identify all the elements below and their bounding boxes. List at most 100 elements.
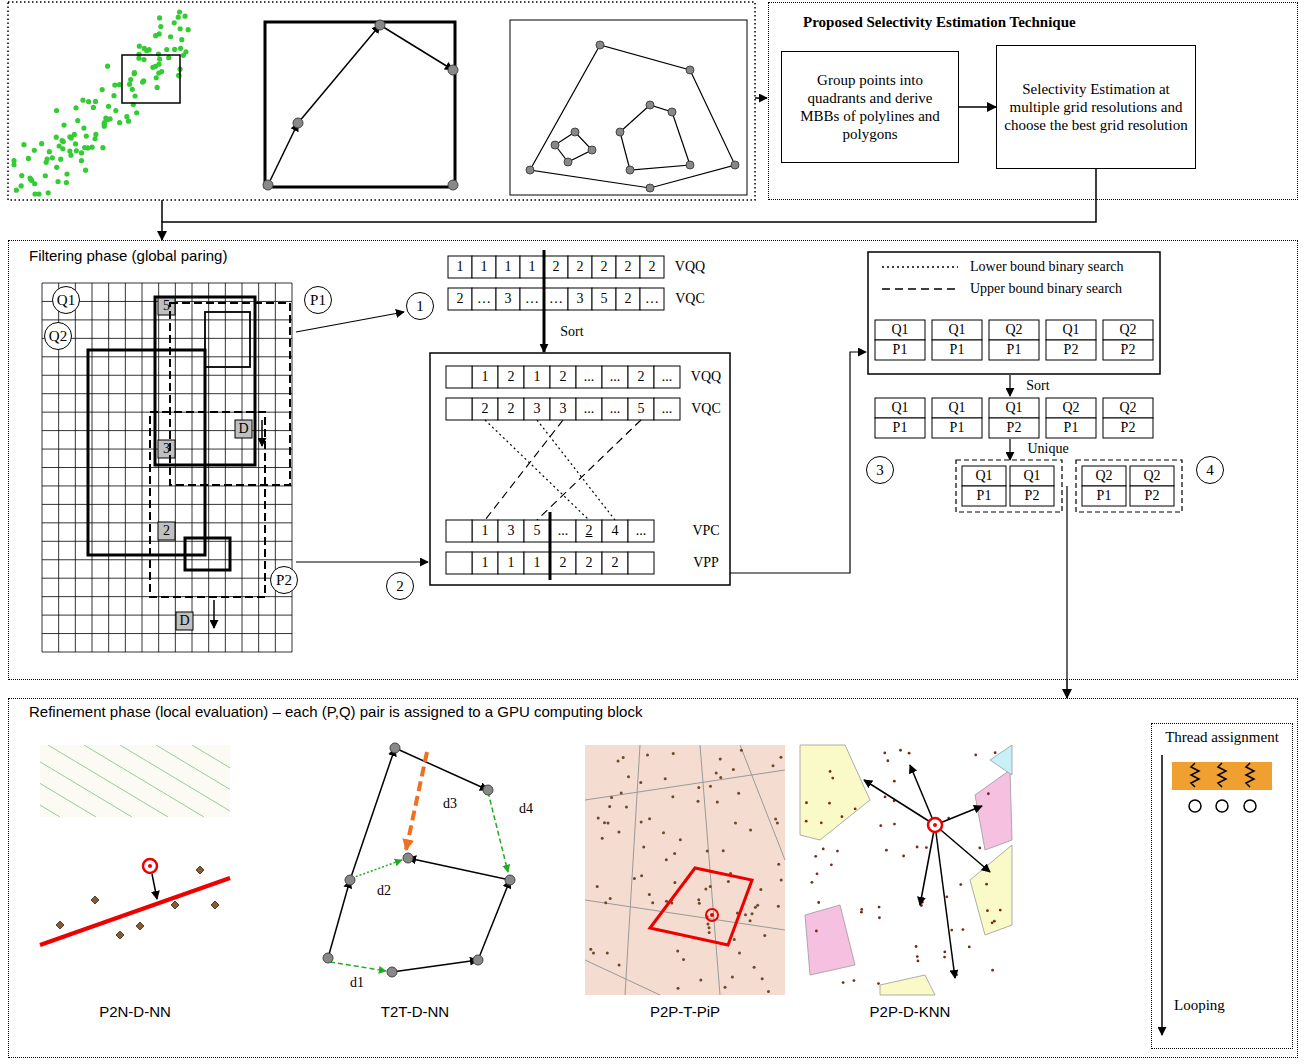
array-cell: ... [636, 523, 647, 539]
row-label-slot: VQC [686, 398, 726, 420]
array-cell: 2 [625, 291, 632, 307]
callout-circle: P1 [310, 292, 326, 309]
array-cell-slot: 1 [472, 366, 498, 388]
knn-illustration [817, 901, 820, 904]
pip-illustration [607, 822, 610, 825]
caption: P2P-D-KNN [870, 1003, 951, 1020]
legend-item: Upper bound binary search [880, 278, 1124, 300]
knn-illustration [968, 946, 971, 949]
pip-illustration [744, 913, 747, 916]
knn-illustration [829, 770, 832, 773]
generated-strokes [498, 520, 524, 542]
generated-strokes [496, 256, 520, 278]
row-label-slot: d3 [438, 795, 462, 813]
grid-cell: 3 [163, 441, 170, 457]
knn-illustration [864, 780, 935, 825]
array-cell-slot: 1 [448, 256, 472, 278]
pip-illustration [608, 805, 611, 808]
generated-strokes [69, 135, 74, 140]
generated-strokes [989, 340, 1039, 360]
array-cell-slot: 2 [472, 398, 498, 420]
t2t-illustration [352, 860, 402, 878]
pair-cell: P2 [1007, 420, 1022, 436]
generated-strokes [156, 62, 161, 67]
pip-illustration [589, 749, 782, 993]
pip-illustration [724, 986, 727, 989]
node-title: Thread assignment [1152, 724, 1292, 746]
p2n-illustration [56, 866, 219, 939]
generated-strokes [179, 37, 184, 42]
generated-strokes [80, 98, 85, 103]
pair-cell-slot: Q2 [1130, 466, 1174, 486]
node-title: Group points into quadrants and derive M… [788, 71, 952, 143]
pip-illustration [589, 948, 592, 951]
generated-strokes [144, 48, 149, 53]
array-frames [430, 353, 730, 585]
array-cell-slot: 2 [576, 520, 602, 542]
pip-illustration [665, 858, 668, 861]
array-cell: ... [662, 369, 673, 385]
p2n-illustration [40, 745, 230, 817]
generated-strokes [446, 366, 472, 388]
pair-cell: Q1 [1005, 400, 1022, 416]
generated-strokes [186, 27, 191, 32]
input-illustration [588, 146, 596, 154]
pair-cell: Q1 [891, 400, 908, 416]
knn-illustration [886, 759, 889, 762]
input-illustration [555, 132, 592, 162]
knn-illustration [805, 905, 855, 975]
pip-illustration [704, 888, 707, 891]
knn-illustration [800, 745, 870, 840]
legend-text: Upper bound binary search [970, 281, 1122, 297]
generated-strokes [93, 132, 98, 137]
knn-illustration [935, 825, 955, 978]
array-frames [1076, 460, 1182, 512]
generated-strokes [568, 256, 592, 278]
generated-strokes [448, 256, 472, 278]
array-cell: ... [662, 401, 673, 417]
knn-illustration [822, 847, 825, 850]
pair-cell-slot: Q1 [875, 320, 925, 340]
generated-strokes [178, 46, 183, 51]
thread-illustration [1216, 800, 1228, 812]
knn-illustration [917, 960, 920, 963]
generated-strokes [616, 256, 640, 278]
generated-strokes [544, 256, 568, 278]
input-illustration [268, 123, 298, 185]
pip-illustration [749, 919, 752, 922]
array-cell: 2 [649, 259, 656, 275]
p2n-illustration [56, 921, 64, 929]
array-cell: 4 [612, 523, 619, 539]
generated-strokes [81, 125, 86, 130]
array-cell-slot: 2 [592, 256, 616, 278]
pip-illustration [604, 901, 607, 904]
generated-strokes [1046, 320, 1096, 340]
array-cell: 3 [560, 401, 567, 417]
pip-illustration [772, 764, 775, 767]
t2t-illustration [323, 743, 515, 977]
generated-strokes [472, 552, 498, 574]
generated-strokes [112, 82, 117, 87]
generated-strokes [19, 173, 24, 178]
grid-mbb [88, 297, 290, 628]
pip-illustration [719, 776, 722, 779]
caption-slot: T2T-D-NN [320, 1000, 510, 1022]
thread-illustration [1172, 762, 1272, 790]
generated-strokes [141, 57, 146, 62]
pip-illustration [677, 987, 680, 990]
row-label: VQC [691, 401, 721, 417]
p2n-illustration [40, 745, 60, 817]
array-cell-slot: 5 [524, 520, 550, 542]
generated-strokes [520, 256, 544, 278]
pair-cell-slot: P2 [1010, 486, 1054, 506]
generated-strokes [654, 366, 680, 388]
array-cell-slot: 1 [472, 256, 496, 278]
generated-strokes [875, 340, 925, 360]
generated-strokes [42, 615, 292, 616]
t2t-illustration [483, 785, 493, 795]
knn-illustration [959, 883, 962, 886]
callout-circle: P2 [276, 572, 292, 589]
generated-strokes [524, 398, 550, 420]
array-cell-slot: 2 [544, 256, 568, 278]
generated-strokes [628, 366, 654, 388]
